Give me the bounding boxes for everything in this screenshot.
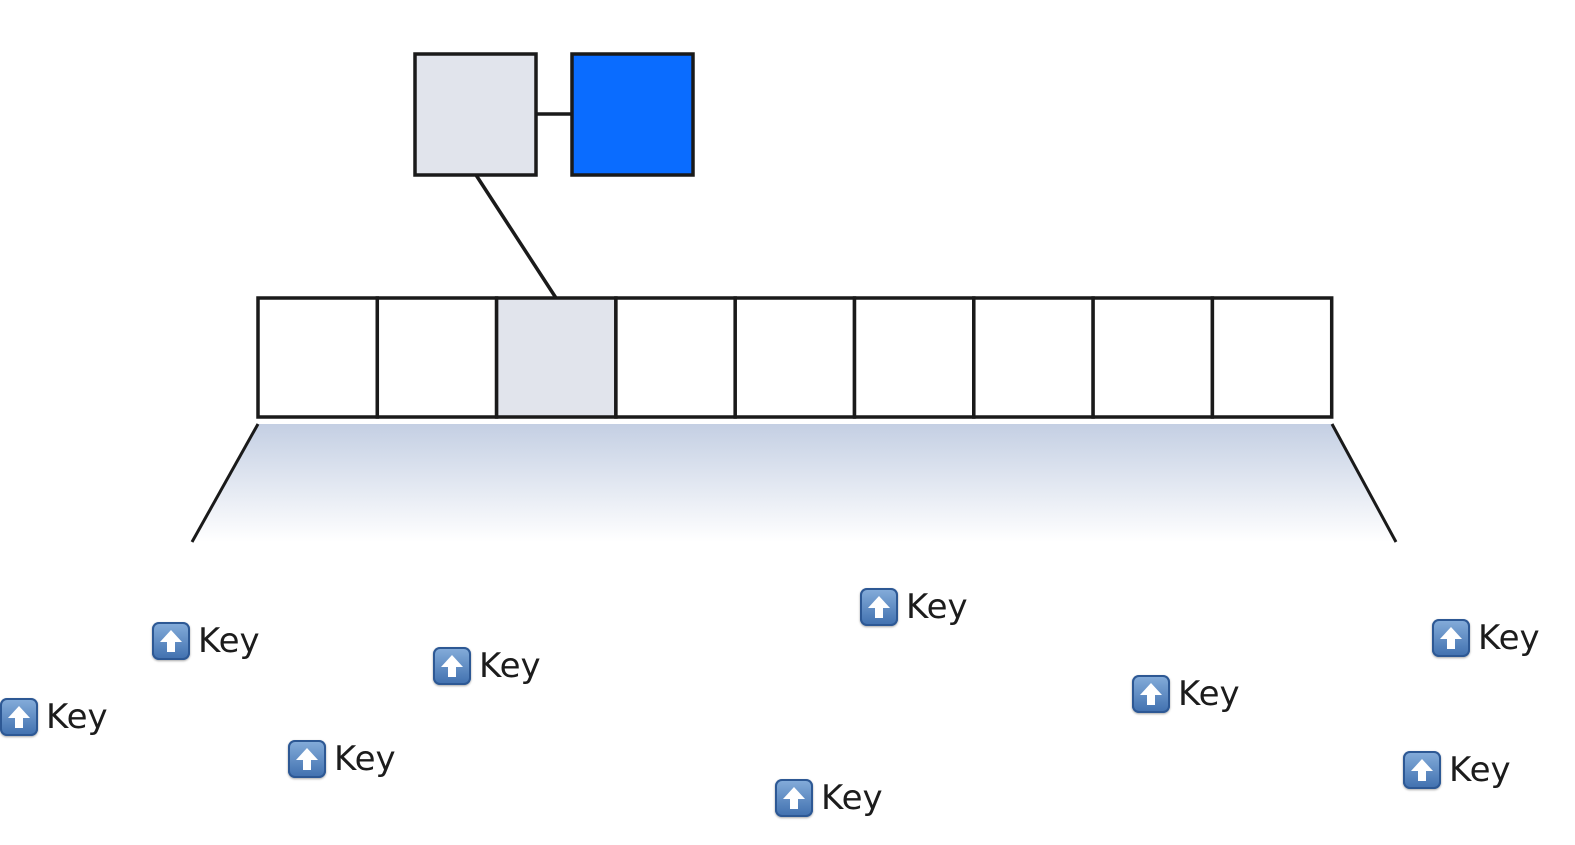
up-arrow-icon [1432,619,1470,657]
chain-node-second [570,52,695,177]
bucket-cell [852,296,976,419]
bucket-cell [614,296,737,419]
key-label: Key [46,697,108,737]
key-item: Key [1403,751,1511,789]
key-item: Key [1132,675,1240,713]
key-item: Key [433,647,541,685]
funnel-left-edge [190,423,260,543]
bucket-to-node-connector [474,174,558,299]
up-arrow-icon [152,622,190,660]
key-label: Key [1178,674,1240,714]
chain-node-first [413,52,538,177]
bucket-cell [256,296,380,419]
up-arrow-icon [288,740,326,778]
up-arrow-icon [860,588,898,626]
key-item: Key [288,740,396,778]
key-label: Key [1449,750,1511,790]
key-item: Key [775,779,883,817]
up-arrow-icon [1132,675,1170,713]
funnel-right-edge [1330,423,1398,543]
key-label: Key [334,739,396,779]
up-arrow-icon [775,779,813,817]
bucket-cell [1210,296,1334,419]
key-label: Key [1478,618,1540,658]
bucket-cell [972,296,1095,419]
funnel-shape [192,424,1396,542]
key-label: Key [906,587,968,627]
bucket-cell [1091,296,1215,419]
bucket-array [256,296,1334,419]
key-item: Key [0,698,108,736]
key-label: Key [198,621,260,661]
up-arrow-icon [1403,751,1441,789]
key-label: Key [479,646,541,686]
up-arrow-icon [433,647,471,685]
bucket-cell-selected [494,296,618,419]
key-label: Key [821,778,883,818]
up-arrow-icon [0,698,38,736]
key-item: Key [860,588,968,626]
key-item: Key [152,622,260,660]
key-item: Key [1432,619,1540,657]
bucket-cell [375,296,499,419]
bucket-cell [733,296,857,419]
